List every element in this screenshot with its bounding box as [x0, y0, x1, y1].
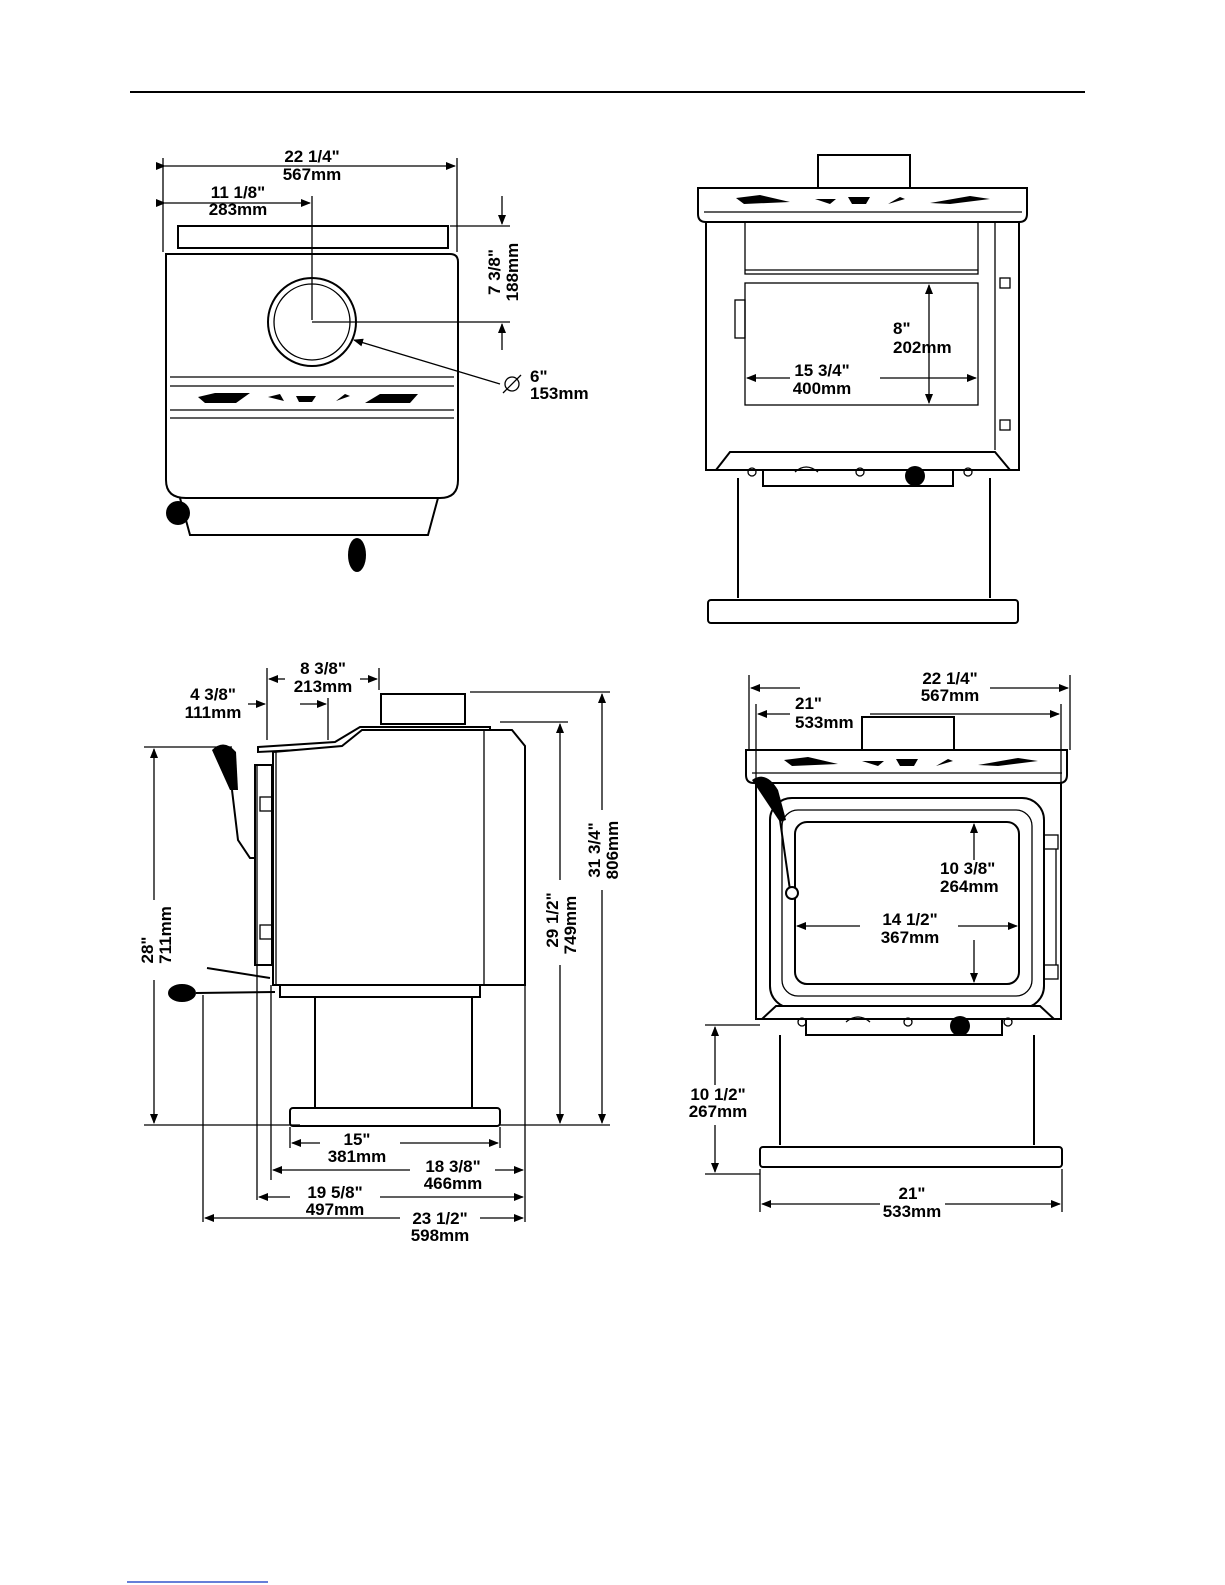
side-top-a-in: 8 3/8" — [300, 659, 346, 678]
firebox-height-mm: 202mm — [893, 338, 952, 357]
glass-height-mm: 264mm — [940, 877, 999, 896]
top-flue-depth-in: 7 3/8" — [485, 249, 504, 295]
side-overall-height-in: 31 3/4" — [585, 822, 604, 877]
firebox-width-in: 15 3/4" — [794, 361, 849, 380]
side-overall-height-mm: 806mm — [603, 821, 622, 880]
pedestal-height-mm: 267mm — [689, 1102, 748, 1121]
front-body-width-mm: 533mm — [795, 713, 854, 732]
top-width-in: 22 1/4" — [284, 147, 339, 166]
firebox-width-mm: 400mm — [793, 379, 852, 398]
top-flue-depth-mm: 188mm — [503, 243, 522, 302]
top-view — [163, 158, 521, 572]
handle-knob-icon — [168, 984, 196, 1002]
side-overall-depth-mm: 598mm — [411, 1226, 470, 1245]
front-open-view — [698, 155, 1027, 623]
side-depth-c-mm: 497mm — [306, 1200, 365, 1219]
side-top-b-in: 4 3/8" — [190, 685, 236, 704]
firebox-height-in: 8" — [893, 319, 911, 338]
top-flue-diameter-mm: 153mm — [530, 384, 589, 403]
knob-icon — [950, 1016, 970, 1036]
knob-icon — [905, 466, 925, 486]
base-width-in: 21" — [899, 1184, 926, 1203]
top-flue-center-mm: 283mm — [209, 200, 268, 219]
side-body-depth-mm: 466mm — [424, 1174, 483, 1193]
base-width-mm: 533mm — [883, 1202, 942, 1221]
glass-width-in: 14 1/2" — [882, 910, 937, 929]
side-mid-height-in: 29 1/2" — [543, 892, 562, 947]
handle-spring-icon — [212, 744, 238, 790]
front-body-width-in: 21" — [795, 694, 822, 713]
side-top-a-mm: 213mm — [294, 677, 353, 696]
side-mid-height-mm: 749mm — [561, 896, 580, 955]
side-left-height-mm: 711mm — [156, 906, 175, 964]
handle-knob-icon — [166, 501, 190, 525]
side-left-height-in: 28" — [138, 937, 157, 964]
glass-height-in: 10 3/8" — [940, 859, 995, 878]
side-base-depth-mm: 381mm — [328, 1147, 387, 1166]
handle-knob-icon — [348, 538, 366, 572]
front-overall-width-mm: 567mm — [921, 686, 980, 705]
side-view — [144, 668, 610, 1222]
glass-width-mm: 367mm — [881, 928, 940, 947]
top-width-mm: 567mm — [283, 165, 342, 184]
side-top-b-mm: 111mm — [185, 703, 242, 722]
